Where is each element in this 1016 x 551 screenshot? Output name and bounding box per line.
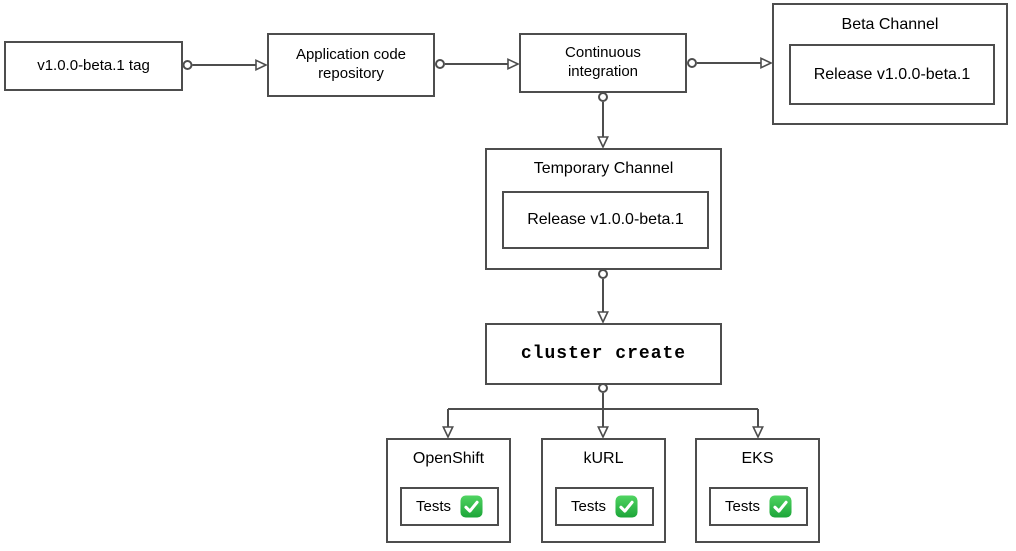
connector-ci-to-temporary-channel [597, 92, 609, 149]
eks-tests-box: Tests [709, 487, 808, 526]
connector-cluster-create-to-clusters [442, 383, 764, 439]
node-temporary-channel: Temporary Channel Release v1.0.0-beta.1 [485, 148, 722, 270]
openshift-tests-box: Tests [400, 487, 499, 526]
tests-row: Tests [725, 495, 792, 518]
node-openshift: OpenShift Tests [386, 438, 511, 543]
node-continuous-integration: Continuous integration [519, 33, 687, 93]
connector-ci-to-beta-channel [687, 57, 773, 69]
node-app-code-repository-label: Application code repository [295, 46, 407, 82]
node-continuous-integration-label: Continuous integration [565, 44, 641, 80]
check-icon [615, 495, 638, 518]
node-version-tag: v1.0.0-beta.1 tag [4, 41, 183, 91]
node-beta-release: Release v1.0.0-beta.1 [789, 44, 995, 105]
cluster-create-label: cluster create [520, 344, 687, 364]
tests-row: Tests [571, 495, 638, 518]
connector-repo-to-ci [435, 58, 520, 70]
node-app-code-repository: Application code repository [267, 33, 435, 97]
tests-label: Tests [570, 498, 606, 515]
connector-tag-to-repo [182, 59, 268, 71]
node-kurl: kURL Tests [541, 438, 666, 543]
node-beta-channel: Beta Channel Release v1.0.0-beta.1 [772, 3, 1008, 125]
eks-title: EKS [741, 450, 774, 467]
temporary-channel-title: Temporary Channel [533, 160, 674, 177]
node-version-tag-label: v1.0.0-beta.1 tag [37, 56, 150, 74]
beta-release-label: Release v1.0.0-beta.1 [813, 65, 971, 83]
node-eks: EKS Tests [695, 438, 820, 543]
tests-row: Tests [416, 495, 483, 518]
tests-label: Tests [724, 498, 760, 515]
beta-channel-title: Beta Channel [841, 16, 939, 33]
kurl-tests-box: Tests [555, 487, 654, 526]
kurl-title: kURL [583, 450, 624, 467]
connector-temp-to-cluster-create [597, 269, 609, 324]
node-cluster-create: cluster create [485, 323, 722, 385]
openshift-title: OpenShift [412, 450, 485, 467]
tests-label: Tests [415, 498, 451, 515]
check-icon [460, 495, 483, 518]
check-icon [769, 495, 792, 518]
node-temp-release: Release v1.0.0-beta.1 [502, 191, 709, 249]
temp-release-label: Release v1.0.0-beta.1 [527, 211, 684, 228]
